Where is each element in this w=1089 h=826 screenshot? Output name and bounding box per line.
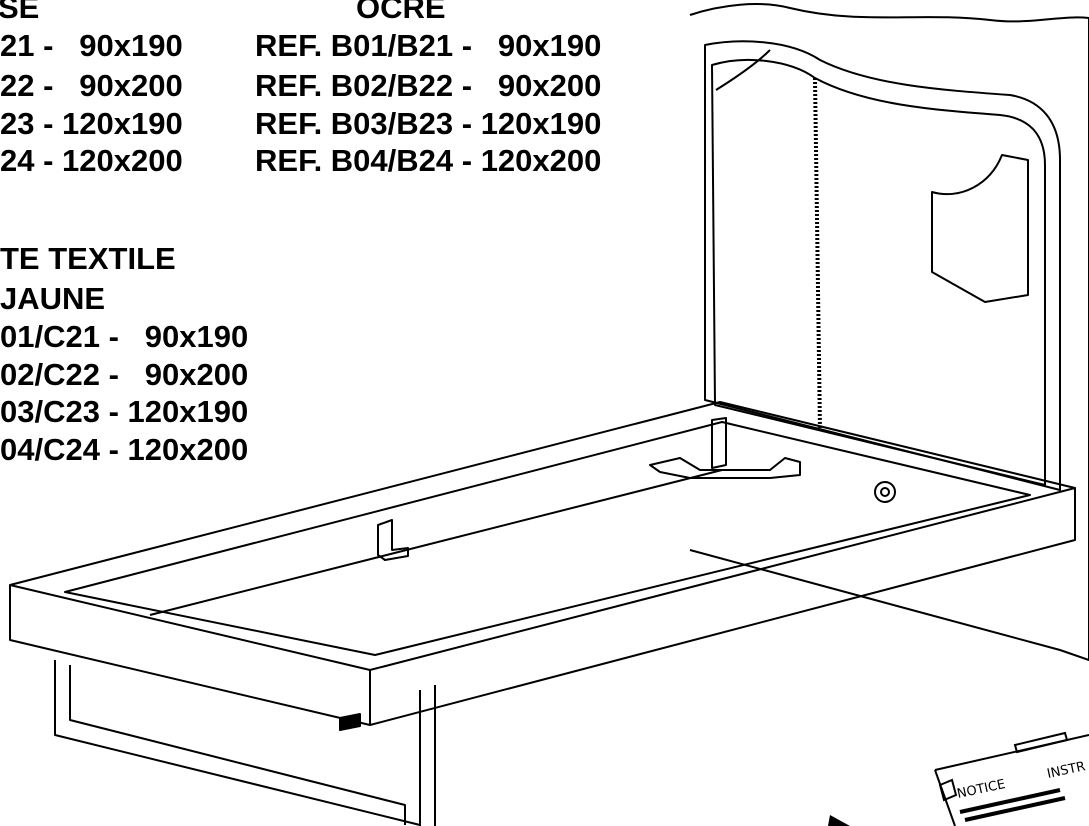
wheel	[874, 481, 896, 503]
headboard-frame	[704, 40, 1061, 491]
notice-booklet	[934, 731, 1089, 826]
left-ref-2: 22 - 90x200	[0, 68, 183, 103]
right-ref-3: REF. B03/B23 - 120x190	[255, 106, 602, 141]
header-left: SE	[0, 0, 40, 25]
right-ref-2: REF. B02/B22 - 90x200	[255, 68, 602, 103]
right-ref-4: REF. B04/B24 - 120x200	[255, 143, 602, 178]
wall-panel	[689, 3, 1089, 661]
headboard-inner	[711, 58, 1046, 486]
left-ref-1: 21 - 90x190	[0, 28, 183, 63]
textile-ref-3: 03/C23 - 120x190	[0, 394, 249, 429]
textile-color: JAUNE	[0, 281, 106, 316]
header-right: OCRE	[356, 0, 446, 25]
leg-frame	[54, 660, 421, 826]
textile-ref-4: 04/C24 - 120x200	[0, 432, 249, 467]
left-ref-4: 24 - 120x200	[0, 143, 183, 178]
notice-label: NOTICE	[956, 777, 1007, 802]
textile-ref-1: 01/C21 - 90x190	[0, 319, 249, 354]
headboard-pocket	[931, 154, 1029, 303]
right-ref-1: REF. B01/B21 - 90x190	[255, 28, 602, 63]
left-ref-3: 23 - 120x190	[0, 106, 183, 141]
textile-ref-2: 02/C22 - 90x200	[0, 357, 249, 392]
zipper-line	[813, 77, 822, 431]
cross-brace	[649, 457, 801, 479]
corner-bracket	[377, 519, 409, 561]
instr-label: INSTR	[1046, 759, 1087, 782]
textile-title: TE TEXTILE	[0, 241, 176, 276]
